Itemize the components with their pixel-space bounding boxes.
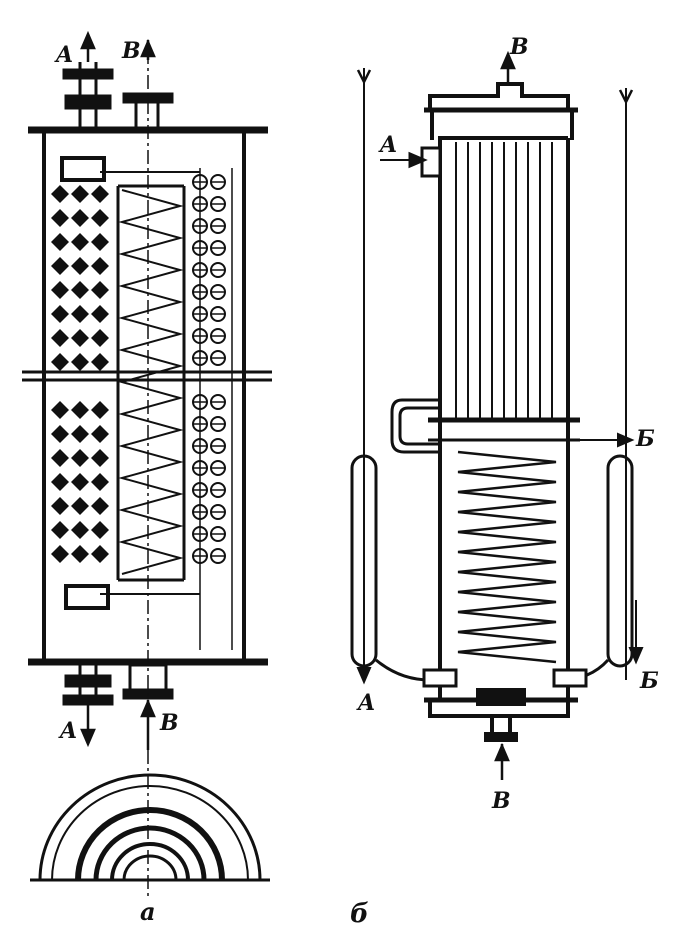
tube-diamond	[51, 305, 69, 323]
figure-b-label-bottom: B	[491, 788, 511, 814]
tube-diamond	[71, 233, 89, 251]
figure-b-outer-lines	[356, 68, 644, 685]
figure-a-tube-bank-left	[51, 185, 109, 563]
figure-a-label-top-left: A	[54, 42, 73, 68]
figure-b-top-cap	[424, 82, 578, 140]
tube-diamond	[91, 353, 109, 371]
tube-diamond	[91, 185, 109, 203]
tube-diamond	[51, 545, 69, 563]
tube-diamond	[91, 473, 109, 491]
figure-a-coil-zigzag	[118, 189, 184, 575]
figure-b-label-top: B	[509, 34, 529, 60]
tube-diamond	[91, 257, 109, 275]
tube-diamond	[71, 449, 89, 467]
tube-diamond	[51, 473, 69, 491]
tube-diamond	[51, 233, 69, 251]
tube-diamond	[71, 425, 89, 443]
figure-b-label-inlet-left: A	[378, 132, 397, 158]
tube-diamond	[71, 305, 89, 323]
figure-b-coil-zigzag	[457, 450, 557, 664]
figure-a-cross-section	[30, 773, 270, 882]
tube-diamond	[91, 401, 109, 419]
figure-a-vertical-guides	[147, 50, 233, 900]
tube-diamond	[71, 209, 89, 227]
tube-diamond	[51, 497, 69, 515]
tube-diamond	[91, 329, 109, 347]
tube-diamond	[91, 449, 109, 467]
tube-diamond	[91, 209, 109, 227]
figure-b-crossover-pipe	[390, 398, 440, 454]
figure-a-inner-cylinder	[100, 171, 200, 595]
tube-diamond	[71, 257, 89, 275]
figure-a-caption: a	[140, 897, 156, 926]
tube-diamond	[91, 305, 109, 323]
figure-b-bottom	[422, 668, 588, 742]
tube-diamond	[71, 497, 89, 515]
tube-diamond	[51, 353, 69, 371]
tube-diamond	[71, 545, 89, 563]
tube-diamond	[51, 329, 69, 347]
tube-diamond	[71, 329, 89, 347]
figure-b-side-inlet	[380, 146, 442, 178]
figure-b-side-outlet	[530, 432, 635, 448]
tube-diamond	[91, 281, 109, 299]
figure-a-arrows	[80, 30, 156, 750]
figure-b-label-side-right: Б	[635, 426, 655, 452]
tube-diamond	[51, 425, 69, 443]
figure-b-tube-bundle	[455, 142, 553, 418]
figure-b-label-bottom-right: Б	[639, 668, 659, 694]
figure-a-label-bottom-right: B	[159, 710, 179, 736]
tube-diamond	[51, 209, 69, 227]
tube-diamond	[91, 233, 109, 251]
figure-b-axial-arrows	[494, 50, 516, 780]
tube-diamond	[51, 401, 69, 419]
tube-diamond	[91, 521, 109, 539]
figure-a-tube-bank-right	[192, 174, 226, 564]
tube-diamond	[51, 449, 69, 467]
tube-diamond	[51, 521, 69, 539]
figure-b-caption: б	[350, 899, 369, 929]
figure-a-left-pipe	[60, 62, 114, 706]
tube-diamond	[71, 185, 89, 203]
tube-diamond	[51, 257, 69, 275]
tube-diamond	[91, 425, 109, 443]
tube-diamond	[91, 545, 109, 563]
tube-diamond	[71, 521, 89, 539]
tube-diamond	[71, 353, 89, 371]
tube-diamond	[51, 281, 69, 299]
tube-diamond	[51, 185, 69, 203]
tube-diamond	[91, 497, 109, 515]
figure-a: A B A B a	[22, 30, 272, 926]
figure-a-label-top-right: B	[121, 38, 141, 64]
figure-a-label-bottom-left: A	[58, 718, 77, 744]
figure-b-label-bottom-left: A	[356, 690, 375, 716]
tube-diamond	[71, 473, 89, 491]
tube-diamond	[71, 401, 89, 419]
figure-b: B A Б A Б B б	[350, 34, 659, 929]
tube-diamond	[71, 281, 89, 299]
